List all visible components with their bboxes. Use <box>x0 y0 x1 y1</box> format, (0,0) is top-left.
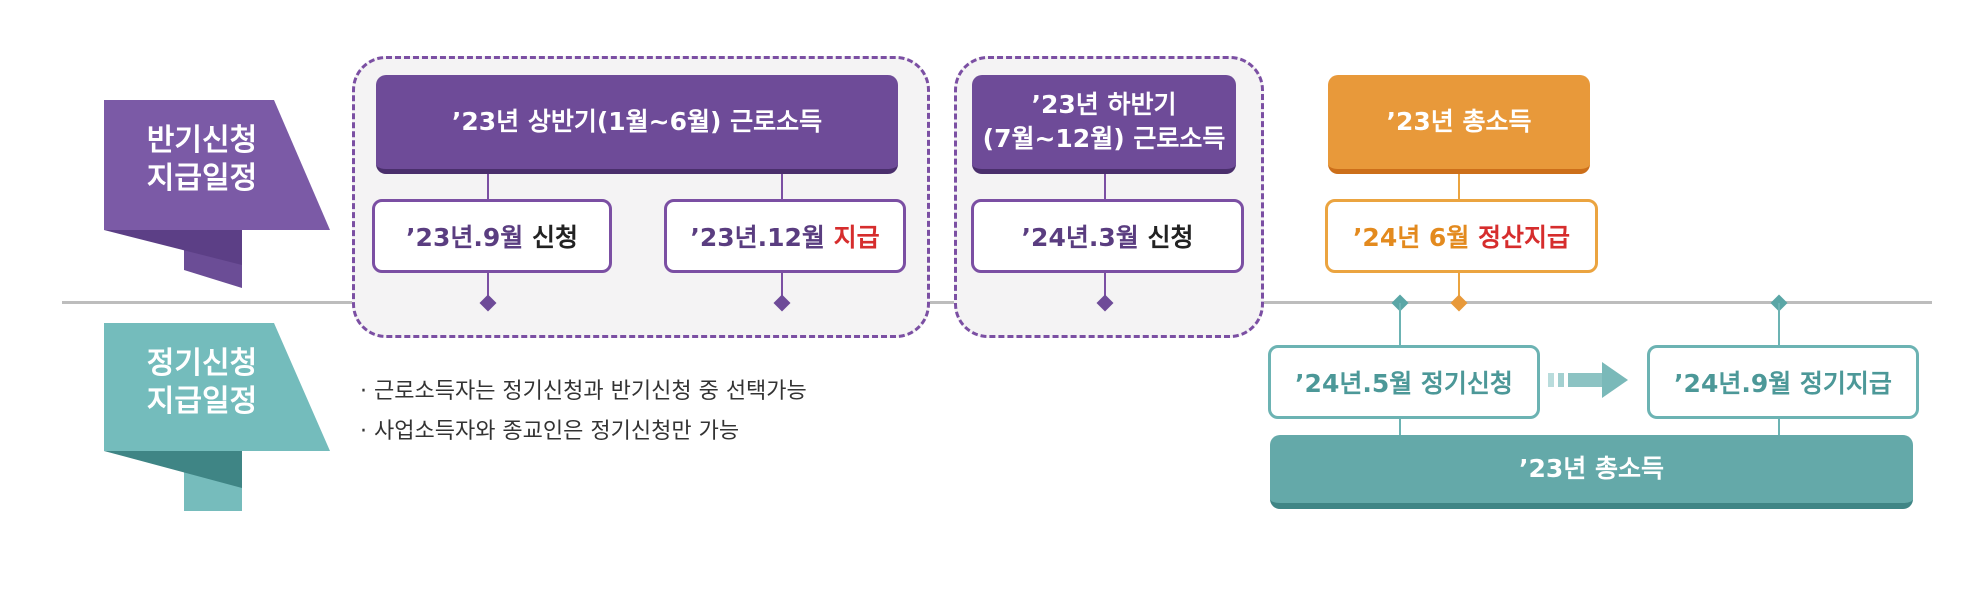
ribbon-regular-label: 정기신청 지급일정 <box>104 345 300 421</box>
regular-total-income-text: ’23년 총소득 <box>1519 454 1664 483</box>
header-total-income-text: ’23년 총소득 <box>1386 107 1532 136</box>
note-text-1: 근로소득자는 정기신청과 반기신청 중 선택가능 <box>374 379 807 404</box>
h2-apply-box: ’24년.3월 신청 <box>971 199 1244 273</box>
ribbon-regular-shape <box>104 323 330 511</box>
settle-pay-date: ’24년 6월 <box>1352 223 1479 252</box>
regular-apply-box: ’24년.5월 정기신청 <box>1268 345 1540 419</box>
ribbon-regular-line1: 정기신청 <box>146 346 258 381</box>
regular-pay-text: ’24년.9월 정기지급 <box>1674 369 1892 398</box>
ribbon-half-label: 반기신청 지급일정 <box>104 122 300 198</box>
ribbon-half-yearly-schedule: 반기신청 지급일정 <box>104 100 334 290</box>
header-first-half-income: ’23년 상반기(1월~6월) 근로소득 <box>376 75 898 174</box>
header-total-income: ’23년 총소득 <box>1328 75 1590 174</box>
header-second-half-line1: ’23년 하반기 <box>1031 90 1177 119</box>
ribbon-regular-schedule: 정기신청 지급일정 <box>104 323 334 513</box>
note-list: · 근로소득자는 정기신청과 반기신청 중 선택가능 · 사업소득자와 종교인은… <box>360 372 807 452</box>
ribbon-half-line2: 지급일정 <box>146 161 258 196</box>
h1-pay-box: ’23년.12월 지급 <box>664 199 906 273</box>
note-item: · 사업소득자와 종교인은 정기신청만 가능 <box>360 419 740 444</box>
header-second-half-income: ’23년 하반기 (7월~12월) 근로소득 <box>972 75 1236 174</box>
header-second-half-line2: (7월~12월) 근로소득 <box>982 124 1226 153</box>
regular-apply-text: ’24년.5월 정기신청 <box>1295 369 1513 398</box>
h1-apply-date: ’23년.9월 <box>406 223 532 252</box>
regular-total-income-bar: ’23년 총소득 <box>1270 435 1913 509</box>
settle-pay-box: ’24년 6월 정산지급 <box>1325 199 1598 273</box>
marker-settle <box>1450 294 1468 312</box>
h2-apply-date: ’24년.3월 <box>1021 223 1148 252</box>
h1-apply-box: ’23년.9월 신청 <box>372 199 612 273</box>
arrow-right-icon <box>1548 362 1628 398</box>
h1-pay-action: 지급 <box>833 223 880 252</box>
ribbon-half-line1: 반기신청 <box>146 123 258 158</box>
note-item: · 근로소득자는 정기신청과 반기신청 중 선택가능 <box>360 379 807 404</box>
h1-apply-action: 신청 <box>531 223 578 252</box>
ribbon-regular-line2: 지급일정 <box>146 384 258 419</box>
header-first-half-text: ’23년 상반기(1월~6월) 근로소득 <box>451 107 823 136</box>
settle-pay-action: 정산지급 <box>1478 223 1571 252</box>
regular-pay-box: ’24년.9월 정기지급 <box>1647 345 1919 419</box>
ribbon-half-shape <box>104 100 330 288</box>
note-text-2: 사업소득자와 종교인은 정기신청만 가능 <box>374 419 740 444</box>
h1-pay-date: ’23년.12월 <box>690 223 834 252</box>
h2-apply-action: 신청 <box>1147 223 1194 252</box>
